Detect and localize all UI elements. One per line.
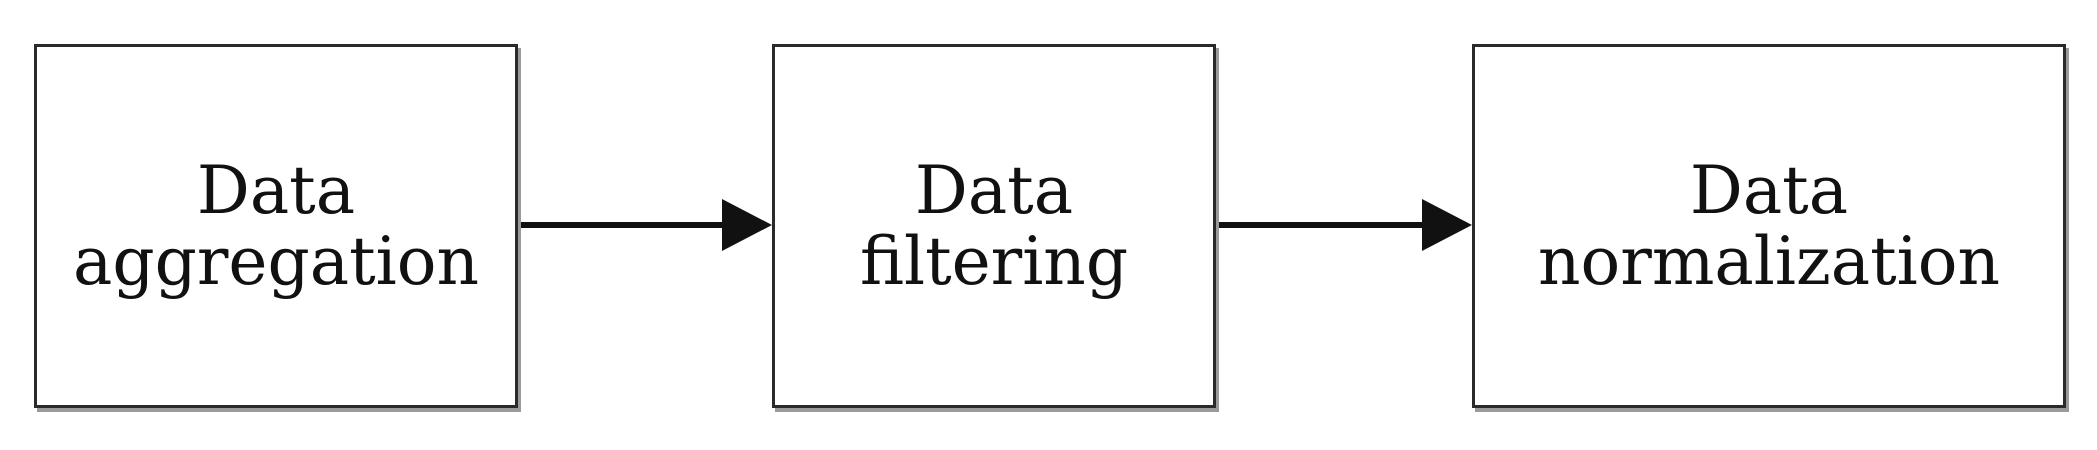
arrow-aggregation-to-filtering	[518, 199, 772, 251]
step-label-line2: filtering	[859, 223, 1129, 300]
step-label-line1: Data	[1689, 151, 1849, 229]
step-box-filtering: Data filtering	[772, 44, 1216, 408]
step-box-normalization: Data normalization	[1472, 44, 2066, 408]
step-label-line2: normalization	[1538, 223, 2000, 300]
step-label-line1: Data	[914, 151, 1074, 229]
arrow-filtering-to-normalization	[1216, 199, 1472, 251]
arrowhead-2	[1422, 199, 1472, 251]
step-label-line1: Data	[196, 151, 356, 229]
step-label-line2: aggregation	[73, 223, 479, 300]
step-box-aggregation: Data aggregation	[34, 44, 518, 408]
arrowhead-1	[722, 199, 772, 251]
